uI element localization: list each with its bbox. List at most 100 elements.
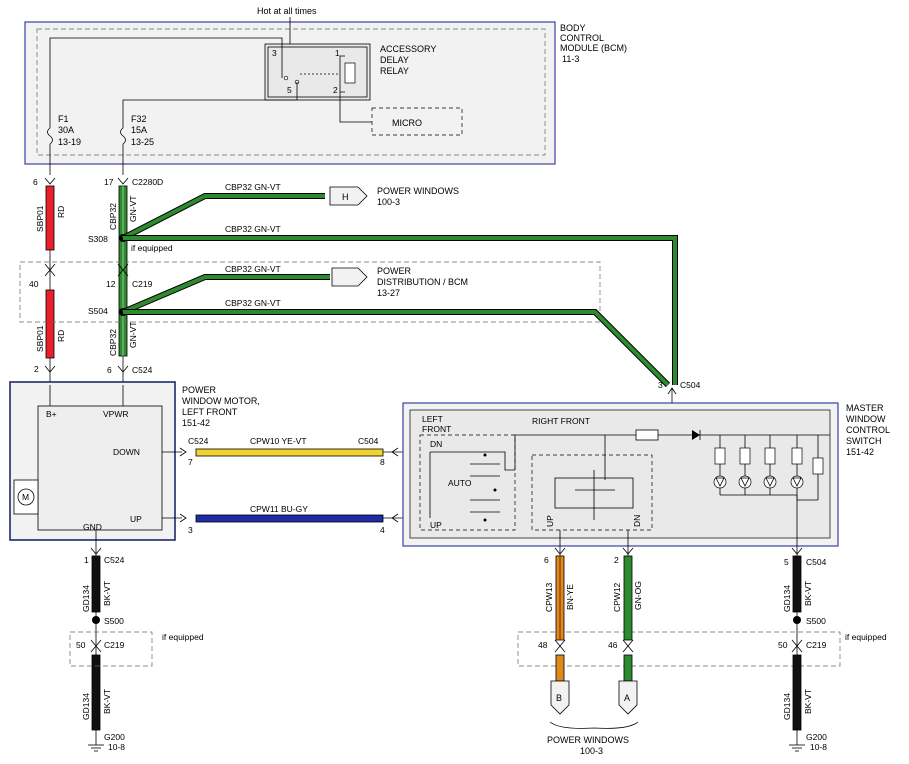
ref-power-pointer xyxy=(331,267,368,287)
label-cpw13: CPW13 xyxy=(544,582,554,612)
label-bkvt-r2: BK-VT xyxy=(803,689,813,714)
label-cbp32-power: CBP32 GN-VT xyxy=(225,264,281,274)
bottom-pin-50-right: 50 xyxy=(778,640,788,650)
label-bkvt-l1: BK-VT xyxy=(102,581,112,606)
motor-gnd: GND xyxy=(83,522,102,532)
bottom-pin-5: 5 xyxy=(784,557,789,567)
bcm-title-4: 11-3 xyxy=(562,54,579,64)
pin-40: 40 xyxy=(29,279,39,289)
bottom-pin-48: 48 xyxy=(538,640,548,650)
switch-title-5: 151-42 xyxy=(846,447,874,457)
wire-gd134-left-upper xyxy=(91,555,101,613)
ref-bottom-page: 100-3 xyxy=(580,746,603,756)
fuse-f1-page: 13-19 xyxy=(58,137,81,147)
motor-title-2: WINDOW MOTOR, xyxy=(182,396,260,406)
diode-top xyxy=(692,430,700,440)
switch-auto: AUTO xyxy=(448,478,472,488)
fuse-f32-page: 13-25 xyxy=(131,137,154,147)
motor-down: DOWN xyxy=(113,447,140,457)
wire-cpw13-lower xyxy=(555,654,565,682)
pin-6-f1: 6 xyxy=(33,177,38,187)
label-gnog: GN-OG xyxy=(633,581,643,610)
connector-c524-top: C524 xyxy=(132,365,153,375)
wire-cpw12-upper xyxy=(623,555,633,641)
bottom-g200-left: G200 xyxy=(104,732,125,742)
label-cpw12: CPW12 xyxy=(612,582,622,612)
motor-title-1: POWER xyxy=(182,385,217,395)
switch-left-2: FRONT xyxy=(422,424,451,434)
wire-gd134-right-upper xyxy=(792,555,802,613)
switch-left-1: LEFT xyxy=(422,414,443,424)
switch-up: UP xyxy=(430,520,442,530)
bottom-c504: C504 xyxy=(806,557,827,567)
c219-dashed-box xyxy=(19,261,601,323)
right-front-switch-contacts xyxy=(554,470,634,556)
bottom-c524: C524 xyxy=(104,555,125,565)
wire-gd134-right-lower xyxy=(792,654,802,731)
bottom-pin-2: 2 xyxy=(614,555,619,565)
fuse-f32 xyxy=(120,127,126,145)
micro-label: MICRO xyxy=(392,118,422,128)
bottom-if-equipped-right: if equipped xyxy=(845,632,887,642)
motor-up: UP xyxy=(130,514,142,524)
pin-7: 7 xyxy=(188,457,193,467)
rf-switch-up: UP xyxy=(545,515,555,527)
c219-bottom-right-box xyxy=(517,631,841,667)
relay-pin-3: 3 xyxy=(272,48,277,58)
motor-bplus: B+ xyxy=(46,409,57,419)
bottom-s500-left: S500 xyxy=(104,616,124,626)
label-bkvt-l2: BK-VT xyxy=(102,689,112,714)
bottom-if-equipped-left: if equipped xyxy=(162,632,204,642)
bottom-g200-page-left: 10-8 xyxy=(108,742,125,752)
ref-h-page: 100-3 xyxy=(377,197,400,207)
bottom-g200-right: G200 xyxy=(806,732,827,742)
c219-bottom-left-box xyxy=(69,631,153,667)
resistor-top xyxy=(635,429,659,441)
label-cbp32-2: CBP32 xyxy=(108,329,118,356)
label-cbp32-h: CBP32 GN-VT xyxy=(225,182,281,192)
label-rd-2: RD xyxy=(56,330,66,342)
switch-right-front: RIGHT FRONT xyxy=(532,416,590,426)
bcm-inner-dashed xyxy=(36,28,546,156)
switch-dn: DN xyxy=(430,439,442,449)
bottom-pin-6: 6 xyxy=(544,555,549,565)
label-cpw11: CPW11 BU-GY xyxy=(250,504,308,514)
relay-label-1: ACCESSORY xyxy=(380,44,436,54)
motor-inner-box xyxy=(37,405,163,531)
bottom-c219-left: C219 xyxy=(104,640,125,650)
bcm-title-3: MODULE (BCM) xyxy=(560,43,627,53)
ref-h-letter: H xyxy=(342,192,349,202)
bottom-pin-50-left: 50 xyxy=(76,640,86,650)
ref-h-power-windows: POWER WINDOWS xyxy=(377,186,459,196)
wire-sbp01-lower xyxy=(45,289,55,359)
green-branches xyxy=(121,193,678,388)
pin-3-c504: 3 xyxy=(658,380,663,390)
bottom-g200-page-right: 10-8 xyxy=(810,742,827,752)
pin-6-motor: 6 xyxy=(107,365,112,375)
pin-2-motor: 2 xyxy=(34,364,39,374)
ref-power-2: DISTRIBUTION / BCM xyxy=(377,277,468,287)
wire-cpw11 xyxy=(195,514,384,523)
label-cbp32-c504a: CBP32 GN-VT xyxy=(225,224,281,234)
left-front-switch-area xyxy=(419,434,516,531)
label-gd134-l1: GD134 xyxy=(81,585,91,612)
master-switch-inner xyxy=(409,409,831,539)
connector-c504-switch: C504 xyxy=(358,436,379,446)
relay-inner xyxy=(267,46,368,98)
wire-cpw12-lower xyxy=(623,654,633,682)
label-cbp32-1: CBP32 xyxy=(108,203,118,230)
bcm-title-1: BODY xyxy=(560,23,586,33)
illumination-lamps xyxy=(713,435,824,501)
fuse-f32-name: F32 xyxy=(131,114,147,124)
wire-cpw10 xyxy=(195,448,384,457)
left-front-switch-contacts xyxy=(429,451,515,522)
ref-bottom-power-windows: POWER WINDOWS xyxy=(547,735,629,745)
label-sbp01-2: SBP01 xyxy=(35,325,45,352)
label-gnvt-2: GN-VT xyxy=(128,322,138,348)
relay-label-3: RELAY xyxy=(380,66,409,76)
ref-a-letter: A xyxy=(624,693,630,703)
ref-power-1: POWER xyxy=(377,266,412,276)
label-cpw10: CPW10 YE-VT xyxy=(250,436,307,446)
label-bnye: BN-YE xyxy=(565,584,575,610)
